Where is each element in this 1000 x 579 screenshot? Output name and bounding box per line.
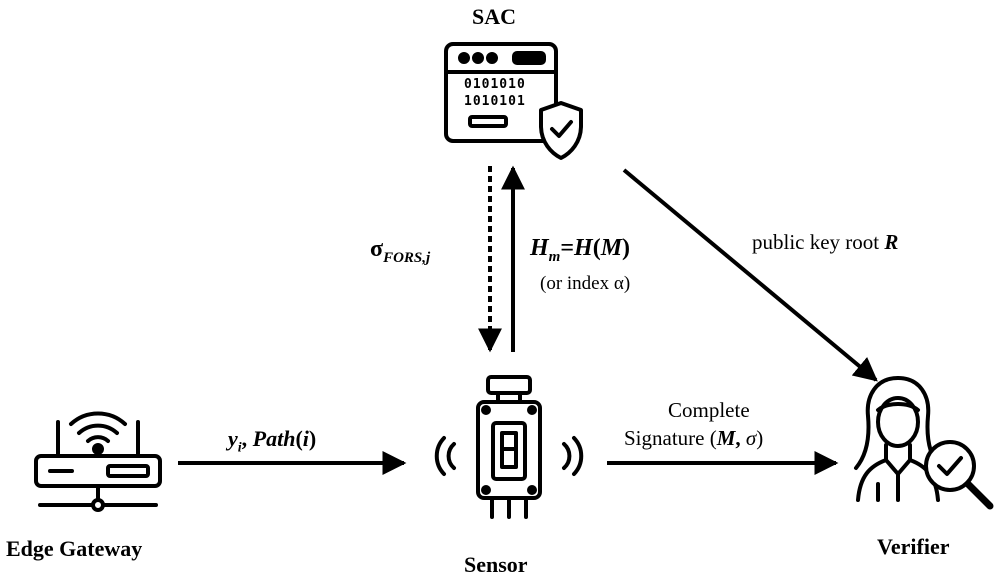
path-close: ): [308, 426, 317, 451]
verifier-label: Verifier: [877, 534, 950, 559]
sensor-device-icon: [434, 375, 584, 519]
hm-open: (: [592, 235, 601, 261]
y-var: y: [228, 426, 238, 451]
signature-label: Signature (M, σ): [624, 428, 763, 449]
path-i: i: [302, 426, 309, 451]
hm-eq: =: [560, 235, 575, 261]
signature-m: M: [716, 426, 736, 450]
sac-binary-row-1: 0101010: [464, 77, 526, 92]
signature-sigma: σ: [745, 426, 757, 450]
sac-binary-row-2: 1010101: [464, 94, 526, 109]
path-sep: ,: [241, 426, 253, 451]
public-key-root-label: public key root R: [752, 232, 898, 253]
path-open: (: [295, 426, 303, 451]
complete-label: Complete: [668, 398, 750, 422]
public-key-root-var: R: [884, 230, 899, 254]
index-alpha-note: (or index α): [540, 273, 631, 294]
y-sub: i: [237, 440, 242, 456]
code-window-shield-icon: [444, 42, 583, 160]
hash-message-label: Hm=H(M): [530, 236, 630, 265]
hm-sub: m: [548, 248, 561, 265]
sigma-subscript: FORS,j: [383, 249, 431, 266]
signature-comma: ,: [735, 426, 746, 450]
signature-close: ): [756, 426, 764, 450]
path-fn: Path: [252, 426, 296, 451]
public-key-root-text: public key root: [752, 230, 885, 254]
edge-gateway-label: Edge Gateway: [6, 536, 143, 561]
sigma-fors-label: σFORS,j: [370, 237, 430, 266]
signature-pre: Signature (: [624, 426, 717, 450]
auth-path-label: yi, Path(i): [228, 428, 316, 455]
hm-h: H: [530, 235, 549, 261]
edge-sac-to-verifier: [622, 168, 878, 382]
sensor-label: Sensor: [464, 552, 528, 577]
wifi-router-icon: [34, 411, 162, 512]
hm-m: M: [600, 235, 623, 261]
hm-fn: H: [574, 235, 593, 261]
sigma-symbol: σ: [370, 236, 384, 262]
sac-label: SAC: [472, 4, 517, 29]
hm-close: ): [622, 235, 631, 261]
person-magnifier-check-icon: [854, 376, 994, 510]
